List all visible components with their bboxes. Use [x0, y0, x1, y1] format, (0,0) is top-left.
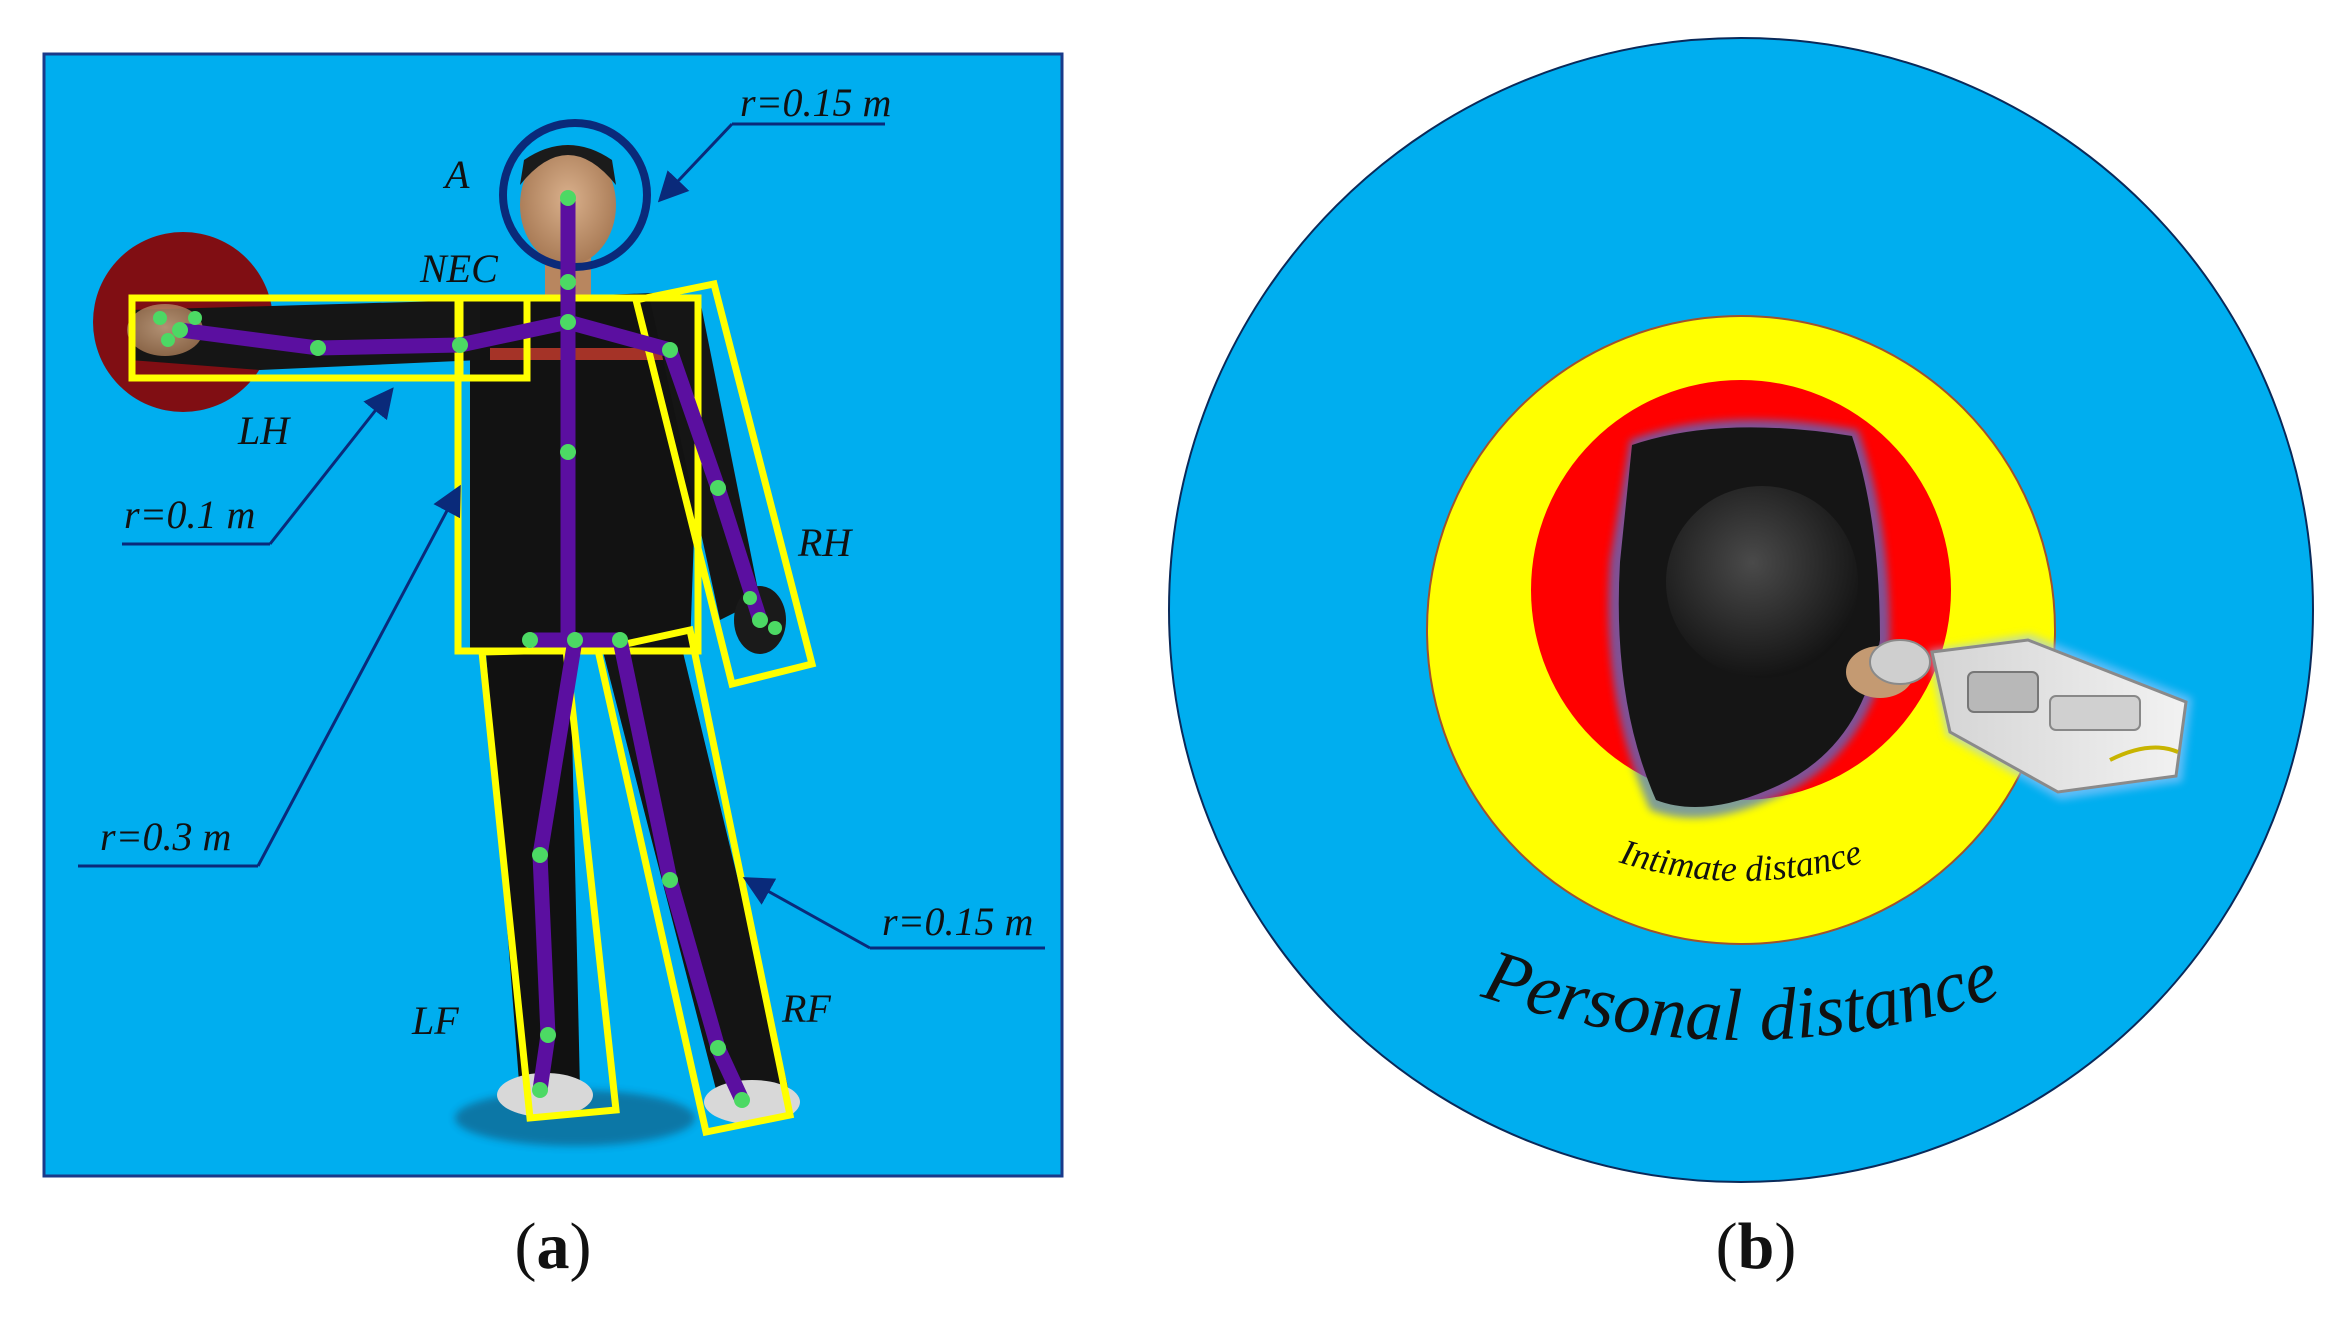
label-right-foot: RF [781, 986, 831, 1031]
right-arm-box [631, 279, 817, 689]
callout-hand [122, 387, 394, 546]
label-right-hand: RH [797, 520, 853, 565]
caption-b: (b) [1716, 1210, 1797, 1283]
radius-label-head: r=0.15 m [740, 80, 891, 125]
right-leg-box [593, 625, 795, 1137]
radius-label-hand: r=0.1 m [124, 492, 255, 537]
label-left-hand: LH [237, 408, 291, 453]
robot-arm [1869, 634, 2192, 800]
label-left-foot: LF [411, 998, 459, 1043]
callout-leg [742, 877, 1045, 950]
radius-label-torso: r=0.3 m [100, 814, 231, 859]
panel-a: A NEC LH RH LF RF r=0.15 m r=0.1 m r=0.3… [42, 52, 1064, 1283]
person-top-view [1608, 419, 1914, 818]
label-neck-torso: NEC [419, 246, 499, 291]
panel-b: Intimate distance Personal distance (b) [1168, 37, 2314, 1283]
label-head: A [442, 152, 470, 197]
left-leg-box [478, 646, 620, 1122]
callout-head [657, 122, 885, 203]
caption-a: (a) [515, 1210, 592, 1283]
callout-torso [78, 484, 461, 868]
radius-label-leg: r=0.15 m [882, 899, 1033, 944]
skeleton-joints [153, 190, 782, 1108]
head-top-view [1666, 486, 1858, 678]
